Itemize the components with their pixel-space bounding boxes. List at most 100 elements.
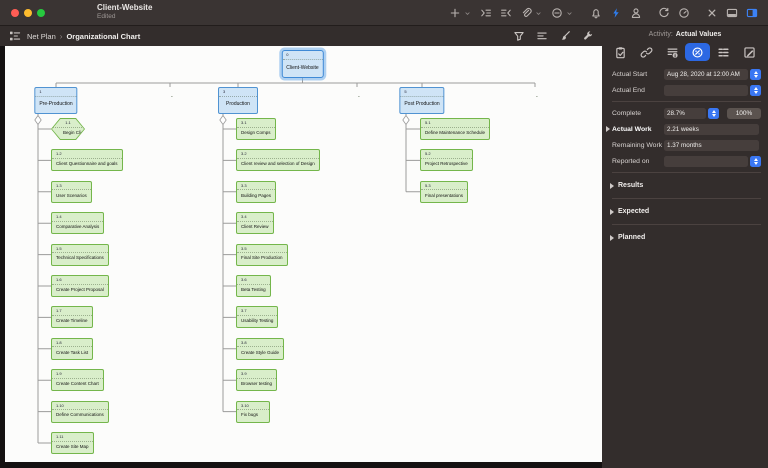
indent-icon[interactable] — [480, 7, 492, 19]
field-value-actual-end[interactable] — [664, 84, 748, 96]
node-number: 1 — [35, 88, 77, 97]
person-icon[interactable] — [630, 7, 642, 19]
stepper-control[interactable] — [750, 155, 761, 167]
node-label: Comparative Analysis — [56, 223, 100, 229]
bolt-icon[interactable] — [610, 7, 622, 19]
panel-bottom-icon[interactable] — [726, 7, 738, 19]
bell-icon[interactable] — [590, 7, 602, 19]
disclosure-triangle-icon[interactable] — [610, 208, 614, 215]
zoom-window-button[interactable] — [37, 9, 45, 17]
inspector-tab-clipboard-icon[interactable] — [608, 43, 633, 61]
node-label: Beta Testing — [241, 286, 266, 292]
section-expected[interactable]: Expected — [602, 202, 768, 221]
disclosure-triangle-icon[interactable] — [610, 234, 614, 241]
sync-icon[interactable] — [658, 7, 670, 19]
section-planned[interactable]: Planned — [602, 228, 768, 247]
field-value-remaining-work[interactable]: 1.37 months — [664, 139, 759, 151]
panel-right-icon[interactable] — [746, 7, 758, 19]
section-label: Planned — [618, 234, 646, 241]
field-value-actual-work[interactable]: 2.21 weeks — [664, 123, 759, 135]
net-plan-view-icon[interactable] — [9, 30, 21, 42]
stepper-control[interactable] — [750, 84, 761, 96]
stepper-control[interactable] — [750, 68, 761, 80]
paintbrush-icon[interactable] — [559, 30, 571, 42]
inspector-tab-clock-percent-icon[interactable] — [685, 43, 711, 61]
breadcrumb-net-plan[interactable]: Net Plan — [27, 31, 56, 41]
stepper-control[interactable] — [708, 107, 719, 119]
field-value-actual-start[interactable]: Aug 28, 2020 at 12:00 AM — [664, 68, 748, 80]
paperclip-icon[interactable] — [520, 7, 532, 19]
wrench-icon[interactable] — [582, 30, 594, 42]
inspector-tab-pencil-square-icon[interactable] — [737, 43, 762, 61]
node-number: 3.1 — [237, 119, 275, 128]
node-label: Create Content Chart — [56, 380, 99, 386]
inspector-tab-link-icon[interactable] — [634, 43, 659, 61]
breadcrumb-organizational-chart[interactable]: Organizational Chart — [66, 31, 141, 41]
funnel-icon[interactable] — [513, 30, 525, 42]
node-label: Design Comps — [241, 129, 271, 135]
disclosure-triangle-icon[interactable] — [610, 182, 614, 189]
node-number: 3.7 — [237, 307, 278, 316]
window-controls — [11, 9, 45, 17]
chart-connectors — [34, 78, 536, 444]
document-status: Edited — [97, 12, 116, 20]
section-results[interactable]: Results — [602, 176, 768, 195]
node-number: 1.4 — [52, 213, 104, 222]
complete-100-button[interactable]: 100% — [727, 107, 761, 119]
disclosure-triangle-icon[interactable] — [606, 126, 610, 132]
minimize-window-button[interactable] — [24, 9, 32, 17]
activity-header: Activity: Actual Values — [602, 26, 768, 42]
node-label: Final Site Production — [241, 255, 283, 261]
chevron-down-icon[interactable] — [565, 9, 574, 18]
close-window-button[interactable] — [11, 9, 19, 17]
node-label: Project Retrospective — [425, 161, 468, 167]
node-number: 0 — [282, 51, 323, 60]
chevron-down-icon[interactable] — [463, 9, 472, 18]
plus-icon[interactable] — [449, 7, 461, 19]
inspector-tab-list-info-icon[interactable] — [660, 43, 685, 61]
list-lines-icon[interactable] — [536, 30, 548, 42]
field-value-reported-on[interactable] — [664, 155, 748, 167]
cut-icon[interactable] — [706, 7, 718, 19]
field-value-complete[interactable]: 28.7% — [664, 107, 706, 119]
activity-value[interactable]: Actual Values — [675, 30, 722, 38]
gauge-icon[interactable] — [678, 7, 690, 19]
chevron-down-icon[interactable] — [534, 9, 543, 18]
outdent-icon[interactable] — [500, 7, 512, 19]
node-number: 1.10 — [52, 402, 108, 411]
inspector-tab-columns-icon[interactable] — [711, 43, 736, 61]
view-action-icons — [513, 26, 594, 46]
minus-circle-icon[interactable] — [551, 7, 563, 19]
